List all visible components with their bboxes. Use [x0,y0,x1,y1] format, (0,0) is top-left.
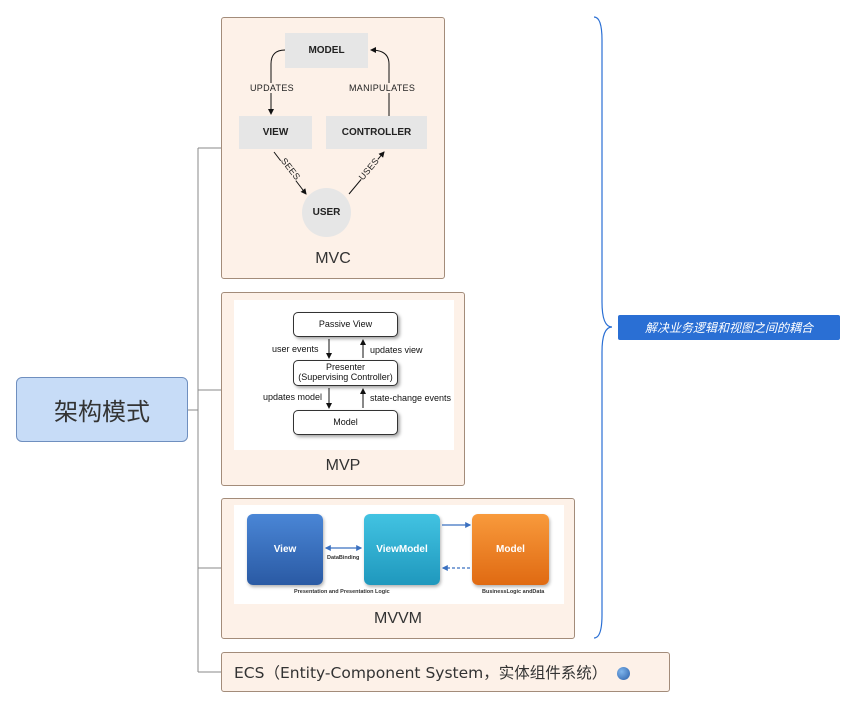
summary-callout[interactable]: 解决业务逻辑和视图之间的耦合 [618,315,840,340]
ecs-label: ECS（Entity-Component System，实体组件系统） [234,664,608,682]
mvp-passive-view-box: Passive View [293,312,398,337]
mvvm-caption: MVVM [374,610,422,627]
mvp-caption: MVP [325,457,361,474]
central-topic[interactable]: 架构模式 [16,377,188,442]
mvc-view-box: VIEW [239,116,312,149]
mvc-arrows [268,47,390,195]
mvp-arrows [326,339,366,409]
mvp-updates-view-label: updates view [370,345,423,355]
mvp-diagram-image: Passive View Presenter(Supervising Contr… [234,300,454,450]
mvp-updates-model-label: updates model [263,392,323,402]
mvvm-databinding-label: DataBinding [327,555,360,561]
mvc-caption: MVC [315,250,351,267]
mvc-controller-box: CONTROLLER [326,116,427,149]
mvc-model-box: MODEL [285,33,368,68]
mvp-presenter-box: Presenter(Supervising Controller) [293,360,398,386]
mvp-user-events-label: user events [272,344,319,354]
mvvm-diagram-image: View ViewModel Model DataBinding Present… [234,505,564,604]
mvp-state-change-label: state-change events [370,393,452,403]
mvc-updates-label: UPDATES [250,83,294,93]
mvvm-arrows [324,522,472,571]
mvvm-viewmodel-box: ViewModel [364,514,440,585]
globe-icon[interactable] [617,666,631,680]
mvvm-model-box: Model [472,514,549,585]
central-topic-label: 架构模式 [54,398,150,426]
mvvm-business-logic-label: BusinessLogic andData [482,589,545,595]
mvp-model-box: Model [293,410,398,435]
topic-mvp[interactable]: Passive View Presenter(Supervising Contr… [221,292,465,486]
mvvm-view-box: View [247,514,323,585]
mvc-user-circle: USER [302,188,351,237]
mvc-manipulates-label: MANIPULATES [349,83,416,93]
topic-mvc[interactable]: MODEL VIEW CONTROLLER USER UPDATES MANIP… [221,17,445,279]
summary-brace [593,16,613,639]
mvvm-presentation-label: Presentation and Presentation Logic [294,589,390,595]
topic-ecs[interactable]: ECS（Entity-Component System，实体组件系统） [221,652,670,692]
topic-mvvm[interactable]: View ViewModel Model DataBinding Present… [221,498,575,639]
summary-callout-label: 解决业务逻辑和视图之间的耦合 [644,321,813,335]
